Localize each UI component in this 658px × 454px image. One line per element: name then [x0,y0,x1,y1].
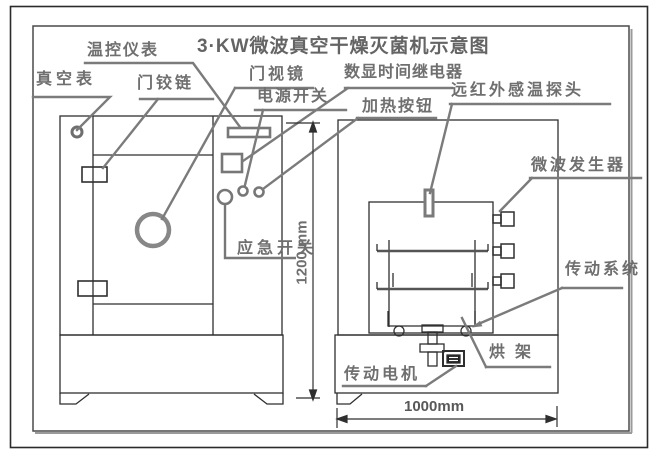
generator-body-3 [500,273,515,289]
inner-frame [32,25,630,432]
label-drying-rack: 烘架 [489,344,542,361]
motor-vent [446,354,461,364]
microwave-generators [492,211,515,289]
drive-motor-body [442,350,465,367]
right-machine [334,119,559,405]
label-emergency-switch: 应急开关 [237,240,318,257]
leader-microwave-generator [498,176,534,213]
emergency-switch-button [216,188,234,206]
label-temp-controller: 温控仪表 [87,42,160,59]
label-door-hinge: 门铰链 [137,75,195,92]
label-drive-system: 传动系统 [565,261,642,278]
dim-width-arrow-right [545,414,558,424]
leader-lines [31,61,643,388]
door-sight-glass [134,211,172,249]
border-frames [9,5,649,449]
cabinet-base [59,334,284,394]
temp-controller-display [226,126,272,139]
label-door-sight-glass: 门视镜 [249,66,307,83]
generator-body-1 [500,211,515,227]
ir-temp-probe [423,188,435,218]
label-microwave-generator: 微波发生器 [531,157,627,174]
generator-neck-3 [492,276,502,286]
door-hinge-bottom [77,280,108,297]
door-hinge-top [81,166,108,183]
dimension-lines [286,120,558,428]
label-time-relay: 数显时间继电器 [344,64,464,81]
chamber-base [334,334,559,394]
outer-frame [9,5,649,449]
time-relay-unit [220,152,244,174]
left-machine [59,115,284,405]
generator-neck-2 [492,246,502,256]
leader-drive-system [474,286,564,327]
heating-button [253,186,265,198]
leader-ir-probe [428,102,454,195]
drive-shaft [427,331,438,345]
dim-height-text: 1200 mm [293,220,311,285]
dim-height-arrow-top [308,120,318,133]
leader-power-switch [243,108,265,187]
dim-width-text: 1000mm [404,398,465,415]
rack-bottom-tray [387,311,476,327]
roller-left [393,325,405,337]
dim-height-arrow-bottom [308,389,318,402]
leader-door-hinge [101,97,160,170]
generator-neck-1 [492,214,502,224]
cabinet-foot-right [253,393,284,405]
shaft-stem [427,351,438,367]
control-panel [216,126,296,260]
chamber-foot-left [336,393,363,405]
leader-door-sight-glass [160,86,237,221]
leader-temp-controller [83,61,242,129]
emergency-switch-leader [223,205,296,260]
label-heating-button: 加热按钮 [362,98,435,115]
leader-drying-rack [460,316,488,369]
diagram-title: 3·KW微波真空干燥灭菌机示意图 [197,36,490,57]
label-ir-probe: 远红外感温探头 [451,82,585,99]
power-switch-button [237,185,249,197]
shaft-flange [419,343,445,353]
leader-drive-motor [424,364,458,388]
drive-system-arrowhead [472,320,483,328]
cabinet-foot-left [59,393,90,405]
leader-heating-button [261,116,360,191]
leader-time-relay [241,86,350,163]
dim-width-arrow-left [335,414,348,424]
vacuum-gauge [70,125,84,139]
label-power-switch: 电源开关 [257,88,330,105]
label-drive-motor: 传动电机 [344,366,421,383]
generator-body-2 [500,243,515,259]
leader-vacuum-gauge [31,95,113,132]
label-vacuum-gauge: 真空表 [36,71,97,88]
drive-assembly [419,331,465,367]
